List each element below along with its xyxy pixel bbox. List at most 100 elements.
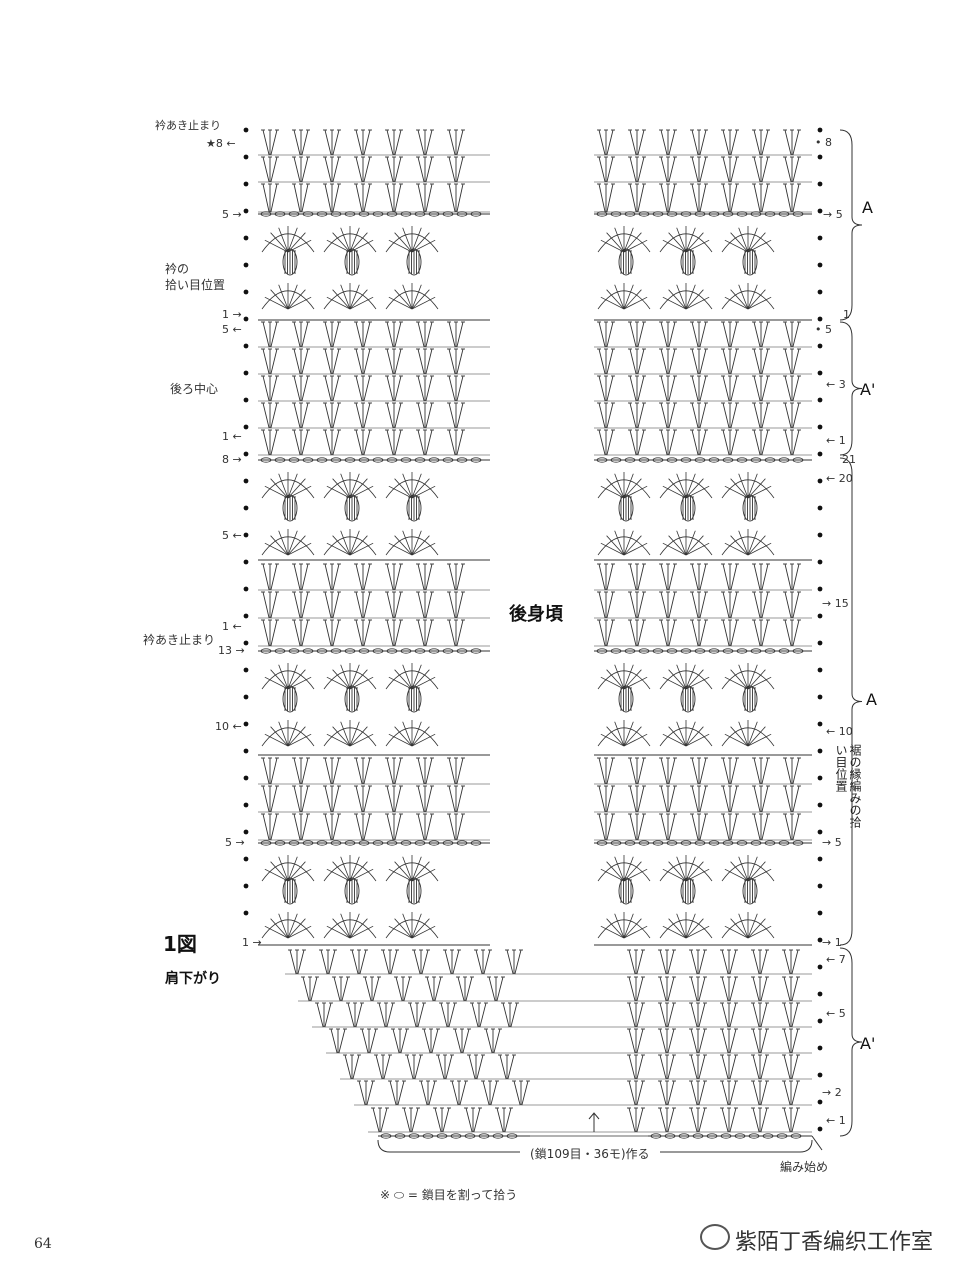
chain-stitch <box>750 840 762 846</box>
chain-stitch <box>358 648 370 654</box>
v-stitch <box>627 1080 645 1106</box>
v-stitch <box>690 619 708 647</box>
chain-stitch <box>610 840 622 846</box>
v-stitch <box>385 591 403 619</box>
v-stitch <box>751 1054 769 1080</box>
v-stitch <box>354 813 372 841</box>
v-stitch <box>597 563 615 591</box>
v-stitch <box>481 1080 499 1106</box>
row-label-right-15: → 15 <box>822 597 849 610</box>
v-stitch <box>470 1002 488 1028</box>
v-stitch <box>354 375 372 402</box>
back-body-panel-title: 後身頃 <box>505 600 567 626</box>
chain-stitch <box>358 840 370 846</box>
chain-stitch <box>638 840 650 846</box>
shell-stitch <box>323 529 377 556</box>
v-stitch <box>690 591 708 619</box>
v-stitch <box>720 1002 738 1028</box>
pineapple-bud <box>742 685 758 713</box>
chain-stitch <box>692 1133 704 1139</box>
row-dot <box>817 586 823 592</box>
v-stitch <box>301 976 319 1002</box>
row-label-left-1a: 1 → <box>222 308 242 321</box>
chain-stitch <box>400 211 412 217</box>
v-stitch <box>721 429 739 456</box>
v-stitch <box>659 402 677 429</box>
chain-stitch <box>394 1133 406 1139</box>
row-dot <box>817 289 823 295</box>
shell-stitch <box>721 855 775 882</box>
chain-stitch <box>456 211 468 217</box>
chain-stitch <box>778 648 790 654</box>
v-stitch <box>752 129 770 156</box>
shell-stitch <box>597 912 651 939</box>
v-stitch <box>659 785 677 813</box>
row-label-left-10: 10 ← <box>215 720 242 733</box>
pineapple-bud <box>406 248 422 276</box>
shell-stitch <box>597 855 651 882</box>
chain-stitch <box>736 211 748 217</box>
pineapple-bud <box>282 248 298 276</box>
v-stitch <box>689 976 707 1002</box>
v-stitch <box>689 1107 707 1133</box>
row-dot <box>243 802 249 808</box>
v-stitch <box>720 976 738 1002</box>
shell-stitch <box>261 472 315 499</box>
v-stitch <box>405 1054 423 1080</box>
v-stitch <box>261 429 279 456</box>
v-stitch <box>292 619 310 647</box>
v-stitch <box>416 402 434 429</box>
chain-stitch <box>666 211 678 217</box>
row-dot <box>243 586 249 592</box>
v-stitch <box>659 813 677 841</box>
v-stitch <box>597 429 615 456</box>
v-stitch <box>394 976 412 1002</box>
row-dot <box>817 694 823 700</box>
v-stitch <box>721 785 739 813</box>
row-dot <box>243 262 249 268</box>
v-stitch <box>659 183 677 213</box>
row-dot <box>243 910 249 916</box>
v-stitch <box>292 156 310 183</box>
chain-stitch <box>428 648 440 654</box>
v-stitch <box>783 619 801 647</box>
v-stitch <box>628 591 646 619</box>
v-stitch <box>447 619 465 647</box>
v-stitch <box>721 813 739 841</box>
shell-stitch <box>659 720 713 747</box>
row-dot <box>817 424 823 430</box>
chain-stitch <box>428 840 440 846</box>
neck-opening-stop-mid-label: 衿あき止まり <box>143 633 216 647</box>
pineapple-bud <box>680 248 696 276</box>
chain-stitch <box>302 840 314 846</box>
v-stitch <box>319 949 337 975</box>
v-stitch <box>721 563 739 591</box>
row-label-left-13: 13 → <box>218 644 245 657</box>
v-stitch <box>371 1107 389 1133</box>
v-stitch <box>385 402 403 429</box>
chain-stitch <box>470 648 482 654</box>
chain-stitch <box>680 840 692 846</box>
shell-stitch <box>323 283 377 310</box>
chain-stitch <box>330 840 342 846</box>
v-stitch <box>751 1107 769 1133</box>
v-stitch <box>628 785 646 813</box>
v-stitch <box>721 156 739 183</box>
chain-stitch <box>708 457 720 463</box>
chain-stitch <box>344 457 356 463</box>
chain-stitch <box>638 211 650 217</box>
shell-stitch <box>261 283 315 310</box>
chain-stitch <box>792 457 804 463</box>
shell-stitch <box>721 472 775 499</box>
row-label-star-8: ★8 ← <box>206 137 236 150</box>
v-stitch <box>721 129 739 156</box>
v-stitch <box>464 1107 482 1133</box>
chain-stitch <box>344 648 356 654</box>
section-bracket <box>839 947 863 1137</box>
chain-stitch <box>596 840 608 846</box>
v-stitch <box>658 1054 676 1080</box>
v-stitch <box>597 321 615 348</box>
figure-title: 1図 <box>163 932 197 956</box>
v-stitch <box>783 785 801 813</box>
arrow-up-head-icon <box>588 1112 600 1120</box>
